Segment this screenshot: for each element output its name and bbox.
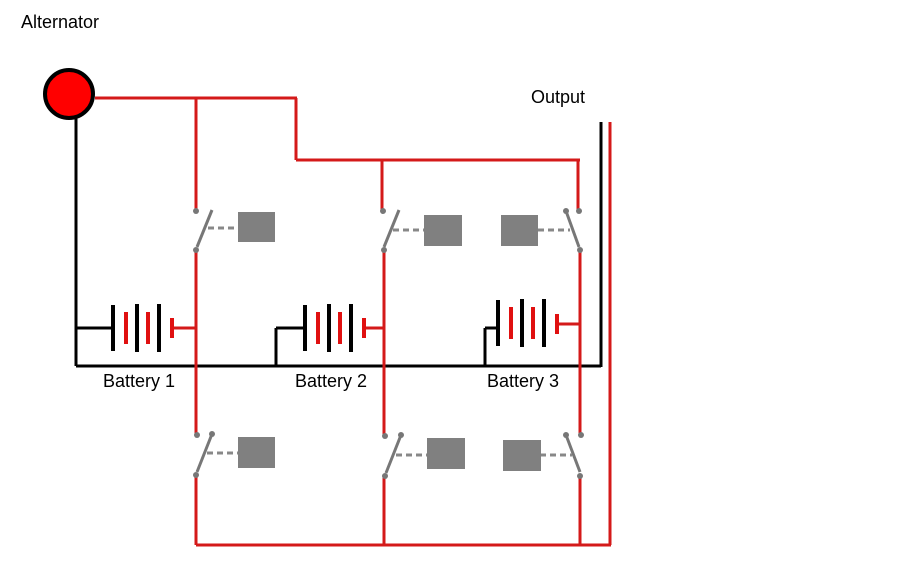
battery-2-label: Battery 2 [295, 371, 368, 391]
top-switch-3 [501, 208, 583, 253]
top-switch-1 [193, 208, 275, 253]
bottom-switch-1 [193, 431, 275, 478]
alternator-icon [43, 68, 95, 120]
battery-3-icon [496, 299, 559, 347]
relay-6-icon [503, 440, 541, 471]
relay-2-icon [424, 215, 462, 246]
bottom-switch-2 [382, 432, 465, 479]
relay-5-icon [427, 438, 465, 469]
alternator-label: Alternator [21, 12, 100, 32]
battery-1-label: Battery 1 [103, 371, 176, 391]
output-label: Output [531, 87, 586, 107]
battery-1-icon [111, 304, 174, 352]
positive-wiring [95, 96, 612, 547]
top-switch-2 [380, 208, 462, 253]
relay-3-icon [501, 215, 538, 246]
relay-4-icon [238, 437, 275, 468]
battery-3-label: Battery 3 [487, 371, 560, 391]
relay-1-icon [238, 212, 275, 242]
bottom-switch-3 [503, 432, 584, 479]
battery-2-icon [303, 304, 366, 352]
negative-wiring [74, 118, 603, 368]
